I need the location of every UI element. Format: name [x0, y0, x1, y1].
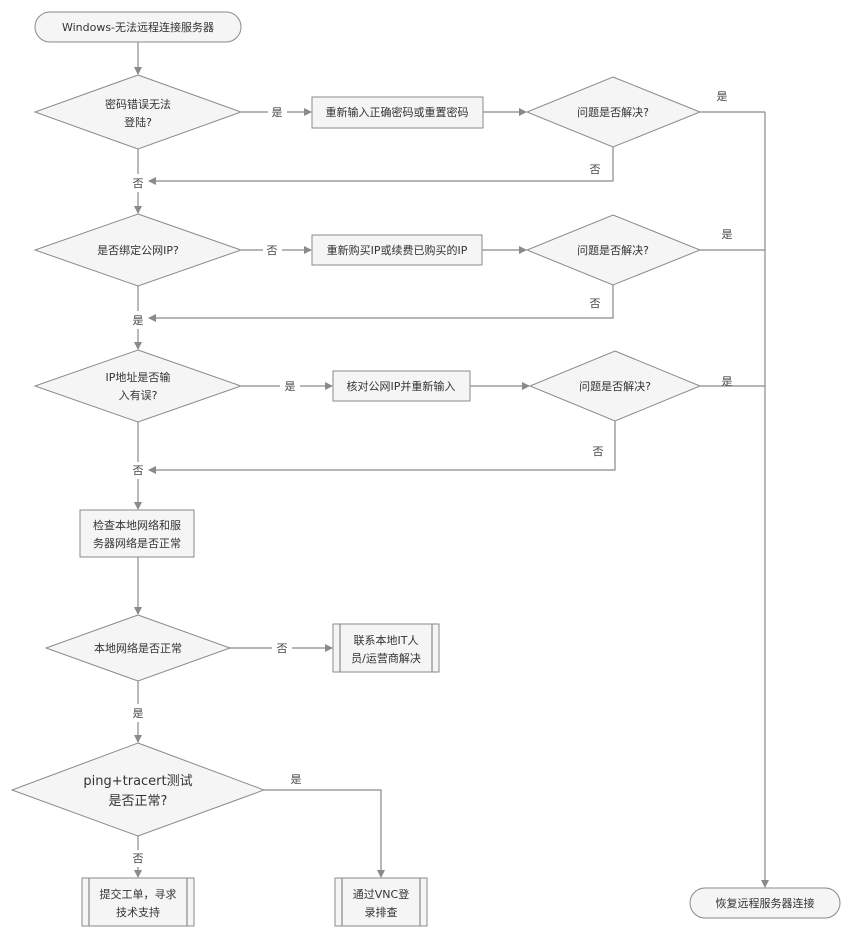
decision-local-network: 本地网络是否正常	[44, 614, 232, 682]
action-label: 通过VNC登	[353, 887, 409, 901]
action-submit-ticket: 提交工单，寻求 技术支持	[81, 877, 195, 927]
yes-label: 是	[272, 106, 283, 119]
action-label: 重新购买IP或续费已购买的IP	[327, 243, 468, 257]
no-label: 否	[267, 244, 278, 257]
action-buy-ip: 重新购买IP或续费已购买的IP	[311, 234, 483, 266]
yes-label: 是	[722, 228, 733, 241]
yes-label: 是	[133, 314, 144, 327]
yes-label: 是	[285, 380, 296, 393]
check-network-box: 检查本地网络和服 务器网络是否正常	[79, 509, 195, 558]
start-label: Windows-无法远程连接服务器	[62, 20, 214, 34]
action-contact-it: 联系本地IT人 员/运营商解决	[332, 623, 440, 673]
action-label: 务器网络是否正常	[93, 536, 181, 550]
connector	[264, 789, 385, 878]
action-label: 技术支持	[116, 905, 160, 919]
decision-label: 是否绑定公网IP?	[97, 243, 179, 257]
decision-label: 问题是否解决?	[577, 105, 649, 119]
yes-label: 是	[722, 375, 733, 388]
no-label: 否	[590, 163, 601, 176]
decision-ip-address: IP地址是否输 入有误?	[33, 349, 243, 423]
decision-public-ip: 是否绑定公网IP?	[33, 213, 243, 287]
yes-label: 是	[291, 773, 302, 786]
decision-label: ping+tracert测试	[83, 774, 192, 789]
action-reset-password: 重新输入正确密码或重置密码	[311, 96, 484, 129]
action-label: 提交工单，寻求	[100, 887, 177, 901]
action-verify-ip: 核对公网IP并重新输入	[332, 370, 471, 402]
connector	[148, 147, 614, 185]
end-node: 恢复远程服务器连接	[689, 887, 841, 919]
decision-resolved-2: 问题是否解决?	[525, 214, 702, 286]
no-label: 否	[133, 852, 144, 865]
action-label: 重新输入正确密码或重置密码	[326, 105, 469, 119]
connector	[148, 421, 616, 474]
decision-ping-tracert: ping+tracert测试 是否正常?	[10, 742, 266, 837]
no-label: 否	[277, 642, 288, 655]
connector	[148, 285, 614, 322]
action-label: 录排查	[365, 905, 398, 919]
decision-label: IP地址是否输	[106, 370, 171, 384]
decision-label: 登陆?	[124, 115, 152, 129]
yes-label: 是	[717, 90, 728, 103]
decision-label: 密码错误无法	[105, 97, 171, 111]
action-vnc-login: 通过VNC登 录排查	[334, 877, 428, 927]
start-node: Windows-无法远程连接服务器	[34, 11, 242, 43]
decision-label: 是否正常?	[109, 794, 168, 809]
no-label: 否	[133, 464, 144, 477]
decision-label: 问题是否解决?	[577, 243, 649, 257]
no-label: 否	[590, 297, 601, 310]
yes-label: 是	[133, 707, 144, 720]
decision-resolved-3: 问题是否解决?	[528, 350, 702, 422]
decision-label: 问题是否解决?	[579, 379, 651, 393]
decision-label: 本地网络是否正常	[94, 641, 182, 655]
decision-label: 入有误?	[119, 388, 158, 402]
no-label: 否	[593, 445, 604, 458]
action-label: 联系本地IT人	[354, 633, 419, 647]
no-label: 否	[133, 177, 144, 190]
decision-password: 密码错误无法 登陆?	[33, 74, 243, 150]
action-label: 核对公网IP并重新输入	[347, 379, 456, 393]
action-label: 检查本地网络和服	[93, 518, 181, 532]
decision-resolved-1: 问题是否解决?	[525, 76, 702, 148]
action-label: 员/运营商解决	[351, 651, 421, 665]
end-label: 恢复远程服务器连接	[716, 896, 815, 910]
